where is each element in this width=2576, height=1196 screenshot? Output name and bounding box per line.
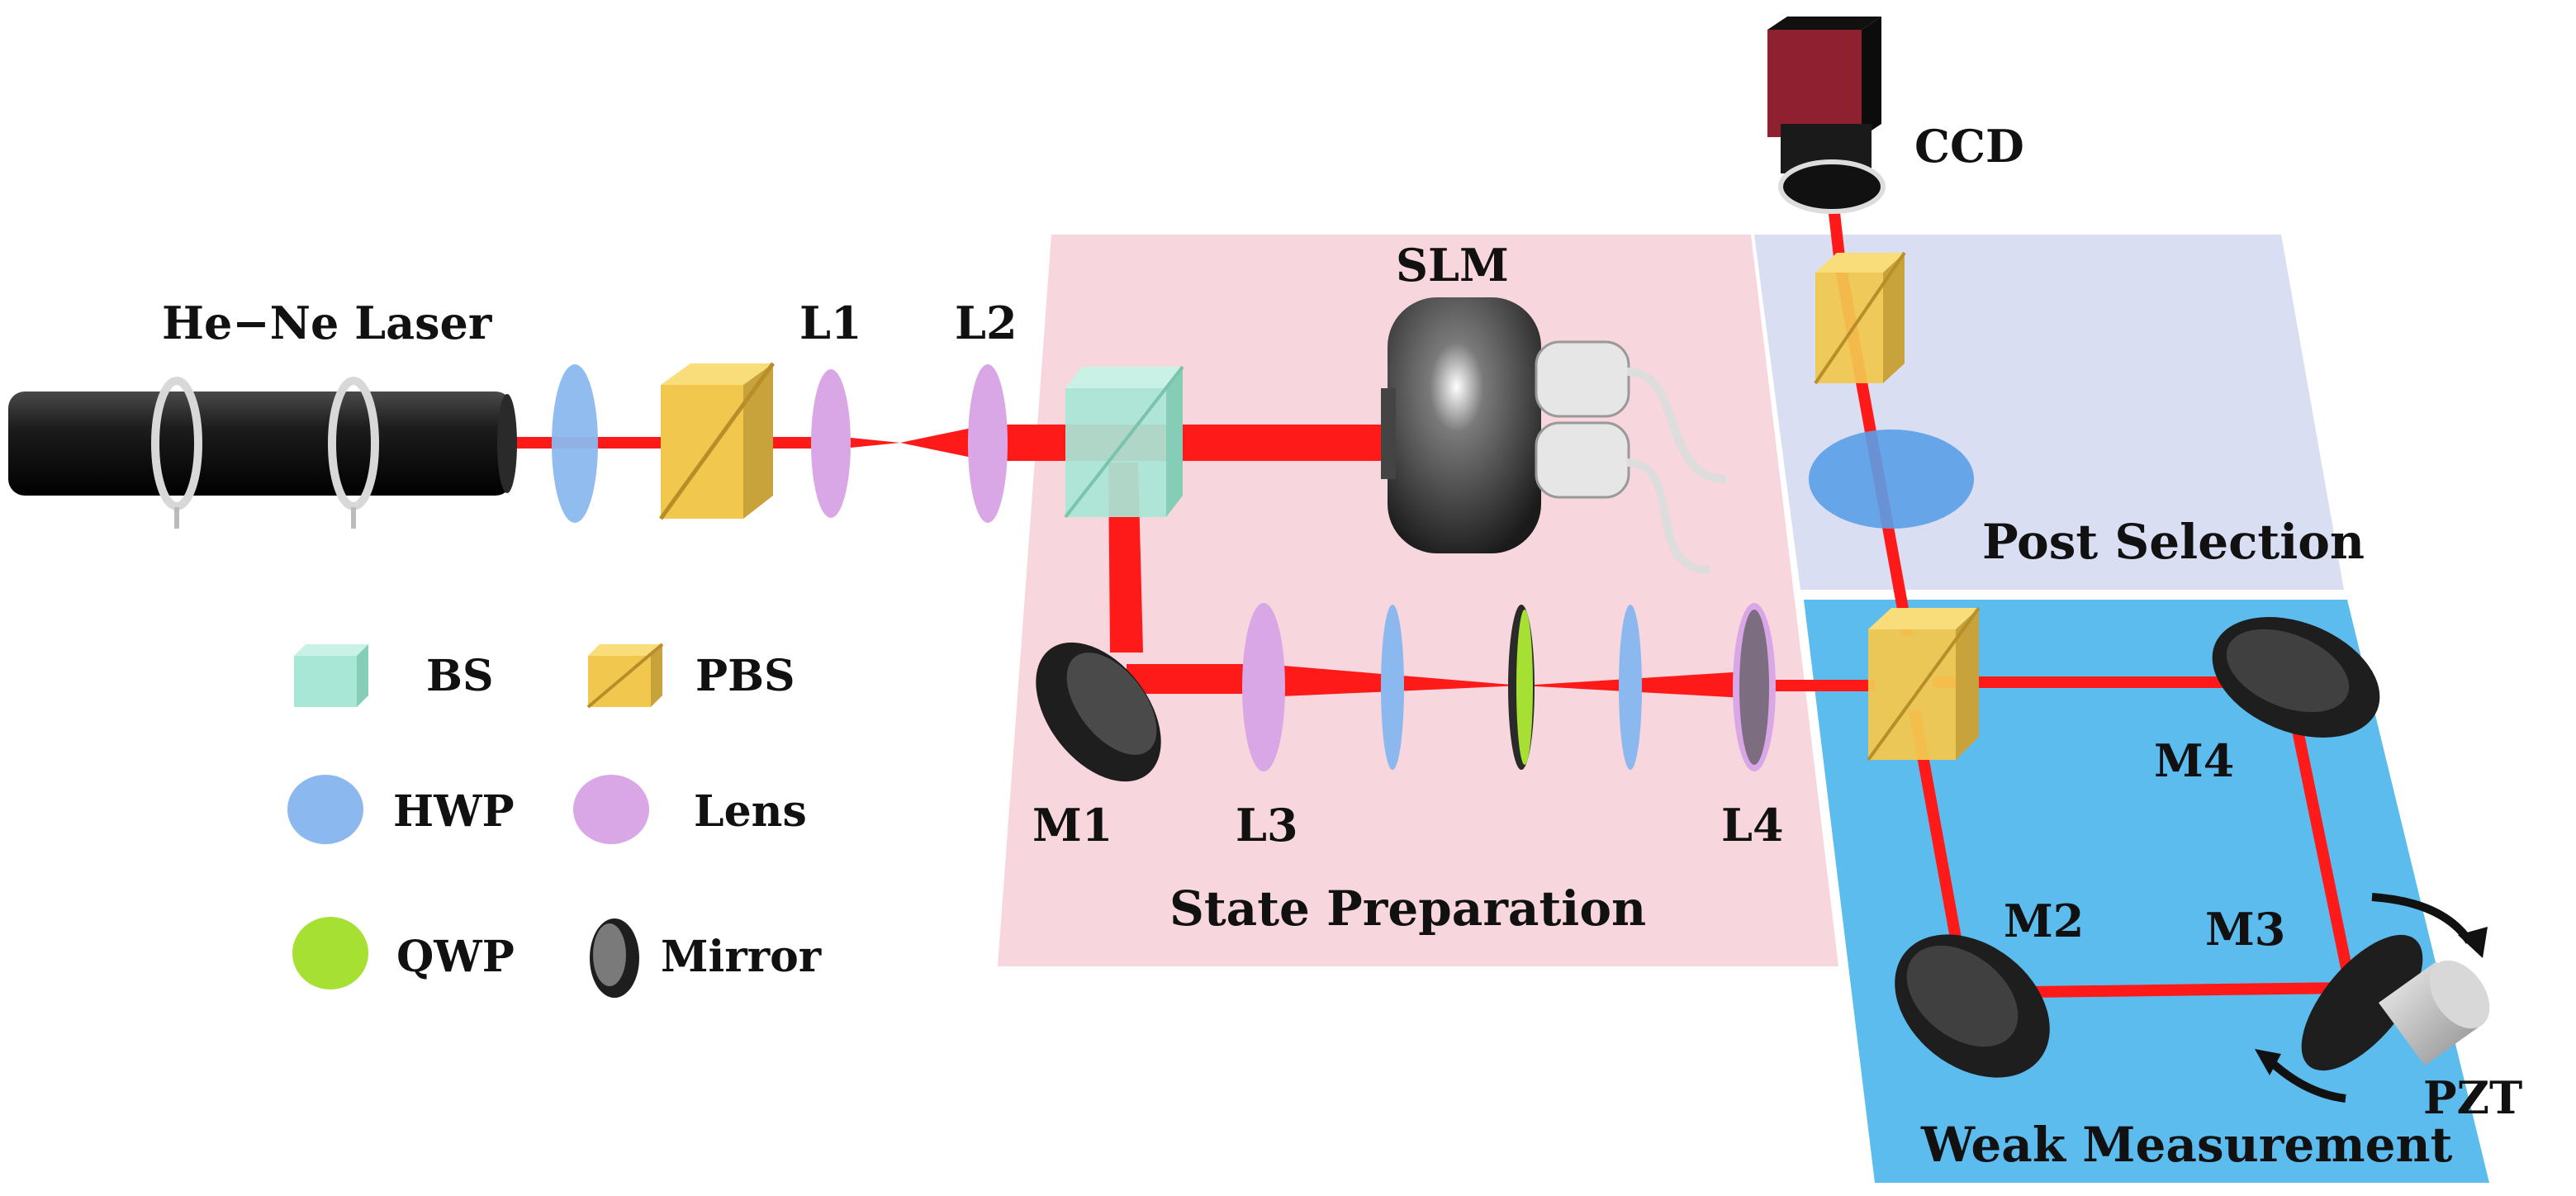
he-ne-laser (8, 377, 517, 529)
lens-l3 (1242, 603, 1285, 771)
label-laser: He−Ne Laser (162, 297, 492, 349)
label-m3: M3 (2205, 903, 2285, 956)
lens-l4 (1733, 603, 1776, 771)
laser-mount-ring (151, 377, 379, 510)
hwp-1 (552, 364, 598, 523)
label-ccd: CCD (1914, 120, 2024, 173)
label-l1: L1 (799, 297, 862, 349)
lens-l2 (968, 364, 1008, 523)
label-l4: L4 (1721, 799, 1784, 852)
beam-m1-to-l3 (1127, 664, 1264, 694)
legend-label-pbs: PBS (695, 651, 795, 701)
legend: BS PBS HWP Lens QWP Mirror (287, 643, 822, 998)
label-m2: M2 (2004, 895, 2084, 947)
qwp (1508, 605, 1535, 770)
mirror-m3 (2301, 934, 2423, 1071)
pzt-actuator (2379, 960, 2490, 1065)
legend-bs-swatch (294, 644, 368, 707)
legend-label-bs: BS (426, 651, 494, 701)
mirror-m4 (2212, 617, 2380, 738)
label-l3: L3 (1236, 799, 1298, 852)
hwp-3 (1619, 605, 1642, 770)
legend-label-qwp: QWP (396, 932, 515, 982)
beam-focus-l1-l2 (842, 437, 900, 448)
pbs-weak-measurement (1867, 606, 1981, 762)
legend-label-hwp: HWP (393, 786, 515, 837)
panel-label-post-selection: Post Selection (1982, 514, 2365, 570)
legend-pbs-swatch (586, 643, 664, 709)
beam-splitter (1064, 365, 1184, 519)
pbs-post-selection (1814, 251, 1906, 385)
mirror-m1 (1036, 642, 1161, 782)
label-slm: SLM (1396, 239, 1509, 292)
legend-mirror-swatch (590, 918, 639, 998)
label-m1: M1 (1032, 799, 1112, 852)
label-pzt: PZT (2423, 1071, 2522, 1124)
pzt-rotation-arrow-top-head (2458, 927, 2488, 958)
ccd-camera (1767, 17, 1886, 214)
legend-lens-swatch (573, 775, 649, 844)
mirror-m2 (1895, 934, 2050, 1078)
lens-l1 (811, 369, 851, 518)
legend-label-lens: Lens (694, 786, 807, 837)
pzt-rotation-arrow-bottom (2265, 1056, 2346, 1103)
panel-label-state-preparation: State Preparation (1169, 880, 1646, 937)
label-l2: L2 (955, 297, 1018, 349)
legend-hwp-swatch (287, 775, 363, 844)
beam-to-slm (988, 425, 1392, 461)
panel-label-weak-measurement: Weak Measurement (1920, 1117, 2453, 1173)
slm (1381, 297, 1727, 574)
beam-expand-l2 (900, 425, 988, 461)
legend-label-mirror: Mirror (661, 932, 822, 982)
pzt-rotation-arrow-bottom-head (2255, 1049, 2281, 1075)
label-m4: M4 (2154, 734, 2234, 787)
pzt-rotation-arrow-top (2371, 893, 2474, 944)
hwp-post-selection (1809, 430, 1974, 529)
pbs-input (658, 362, 776, 520)
hwp-2 (1381, 605, 1404, 770)
legend-qwp-swatch (292, 917, 368, 990)
state-preparation-panel (998, 235, 1838, 966)
